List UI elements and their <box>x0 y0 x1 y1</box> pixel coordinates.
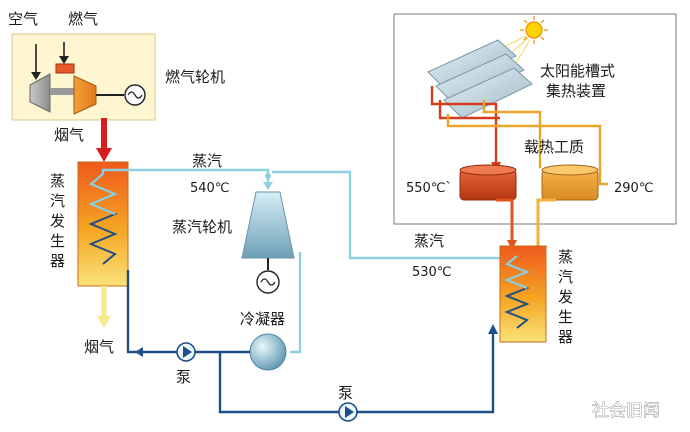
left-sg-char-3: 发 <box>50 212 65 230</box>
steam-top-label: 蒸汽 <box>192 152 222 170</box>
steam-junction <box>265 173 271 179</box>
right-sg-char-1: 蒸 <box>558 248 573 266</box>
flue-gas-label: 烟气 <box>54 126 84 144</box>
steam-inlet-arrow <box>263 182 273 190</box>
fuel-label: 燃气 <box>68 10 98 28</box>
right-sg-char-4: 生 <box>558 308 573 326</box>
hot-tank <box>459 164 517 201</box>
left-pump-label: 泵 <box>176 368 191 386</box>
water-arrow-left <box>135 347 143 357</box>
steam-top-temp: 540℃ <box>190 181 229 196</box>
sg-inlet-arrow <box>507 240 517 250</box>
gas-turbine-label: 燃气轮机 <box>165 68 225 86</box>
solar-label-line1: 太阳能槽式 <box>540 62 615 80</box>
bottom-pump-icon <box>338 402 358 422</box>
right-sg-char-3: 发 <box>558 288 573 306</box>
exhaust-arrow <box>97 286 111 328</box>
hot-oil-lines <box>430 86 608 186</box>
air-label: 空气 <box>8 10 38 28</box>
left-sg-char-1: 蒸 <box>50 172 65 190</box>
water-arrow-up <box>488 324 498 334</box>
left-sg-char-5: 器 <box>50 252 65 270</box>
htf-label: 载热工质 <box>524 138 584 156</box>
bottom-pump-label: 泵 <box>338 384 353 402</box>
steam-right-temp: 530℃ <box>412 265 451 280</box>
cold-tank <box>541 164 599 201</box>
condenser <box>249 333 287 371</box>
left-steam-generator <box>77 161 129 287</box>
steam-right-label: 蒸汽 <box>414 232 444 250</box>
right-sg-char-5: 器 <box>558 328 573 346</box>
steam-turbine-label: 蒸汽轮机 <box>172 218 232 236</box>
gas-turbine-box <box>11 33 156 121</box>
left-pump-icon <box>176 342 196 362</box>
right-steam-generator <box>499 245 547 343</box>
hot-tank-temp: 550℃` <box>406 181 452 196</box>
right-sg-char-2: 汽 <box>558 268 573 286</box>
left-sg-char-4: 生 <box>50 232 65 250</box>
solar-label-line2: 集热装置 <box>546 82 606 100</box>
flue-gas-arrow <box>96 118 112 162</box>
cold-tank-temp: 290℃ <box>614 181 653 196</box>
trough-collectors <box>427 39 533 119</box>
water-lines <box>126 270 495 414</box>
left-sg-char-2: 汽 <box>50 192 65 210</box>
steam-turbine <box>241 191 295 294</box>
exhaust-label: 烟气 <box>84 338 114 356</box>
watermark: 社会旧闻 <box>592 401 660 421</box>
condenser-label: 冷凝器 <box>240 310 285 328</box>
tank-to-sg-lines <box>496 198 556 246</box>
